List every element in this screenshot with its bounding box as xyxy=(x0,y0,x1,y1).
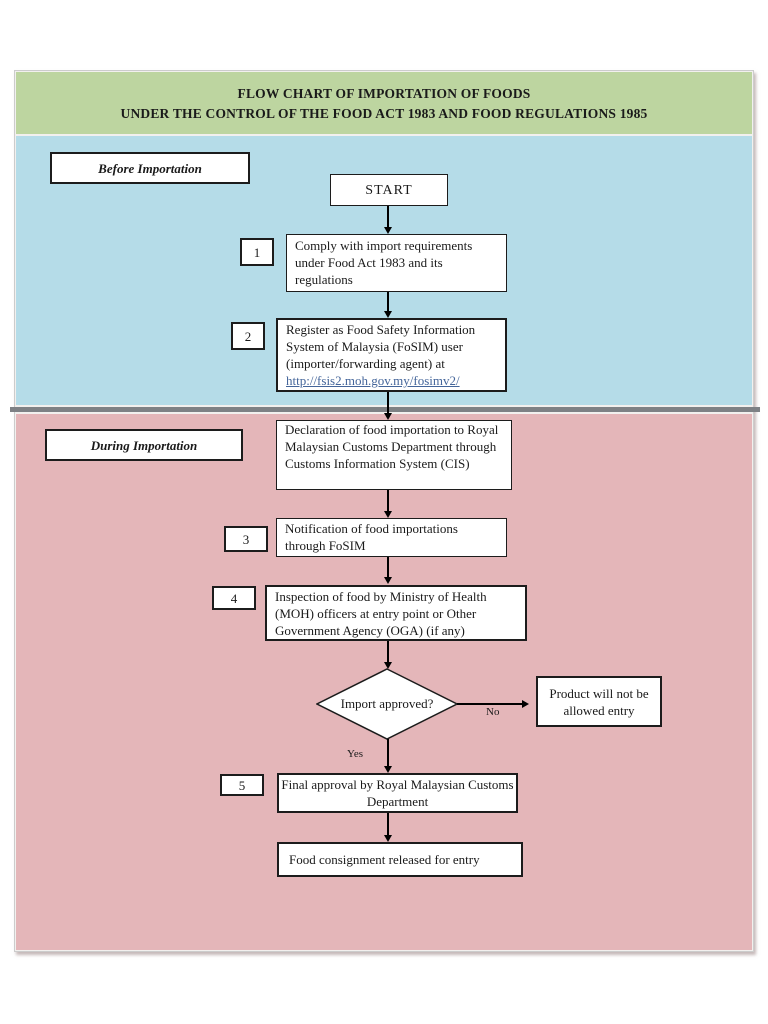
fosim-registration-link[interactable]: http://fsis2.moh.gov.my/fosimv2/ xyxy=(286,373,460,388)
section-divider xyxy=(10,407,760,412)
step1-number: 1 xyxy=(240,238,274,266)
step2-number: 2 xyxy=(231,322,265,350)
step5-node: Final approval by Royal Malaysian Custom… xyxy=(277,773,518,813)
arrow-step3-to-step4 xyxy=(384,557,392,584)
arrow-decision-to-rejected xyxy=(457,700,529,708)
arrow-step1-to-step2 xyxy=(384,292,392,318)
arrow-declaration-to-step3 xyxy=(384,490,392,518)
branch-no-label: No xyxy=(486,706,500,718)
step4-node: Inspection of food by Ministry of Health… xyxy=(265,585,527,641)
start-node: START xyxy=(330,174,448,206)
step1-node: Comply with import requirements under Fo… xyxy=(286,234,507,292)
step3-node: Notification of food importations throug… xyxy=(276,518,507,557)
rejected-node: Product will not be allowed entry xyxy=(536,676,662,727)
step4-number: 4 xyxy=(212,586,256,610)
during-importation-label: During Importation xyxy=(45,429,243,461)
released-node: Food consignment released for entry xyxy=(277,842,523,877)
arrow-step5-to-released xyxy=(384,813,392,842)
before-importation-label: Before Importation xyxy=(50,152,250,184)
declaration-node: Declaration of food importation to Royal… xyxy=(276,420,512,490)
step5-number: 5 xyxy=(220,774,264,796)
chart-title-line1: FLOW CHART OF IMPORTATION OF FOODS xyxy=(237,85,531,101)
arrow-step4-to-decision xyxy=(384,641,392,669)
step2-node: Register as Food Safety Information Syst… xyxy=(276,318,507,392)
step3-number: 3 xyxy=(224,526,268,552)
arrow-step2-to-declaration xyxy=(384,392,392,420)
arrow-start-to-step1 xyxy=(384,206,392,234)
chart-title-line2: UNDER THE CONTROL OF THE FOOD ACT 1983 A… xyxy=(120,105,648,121)
arrow-decision-to-step5 xyxy=(384,739,392,773)
branch-yes-label: Yes xyxy=(347,748,364,760)
decision-node: Import approved? xyxy=(340,696,434,711)
chart-header-band: FLOW CHART OF IMPORTATION OF FOODS UNDER… xyxy=(16,72,752,134)
step2-text: Register as Food Safety Information Syst… xyxy=(286,322,476,371)
